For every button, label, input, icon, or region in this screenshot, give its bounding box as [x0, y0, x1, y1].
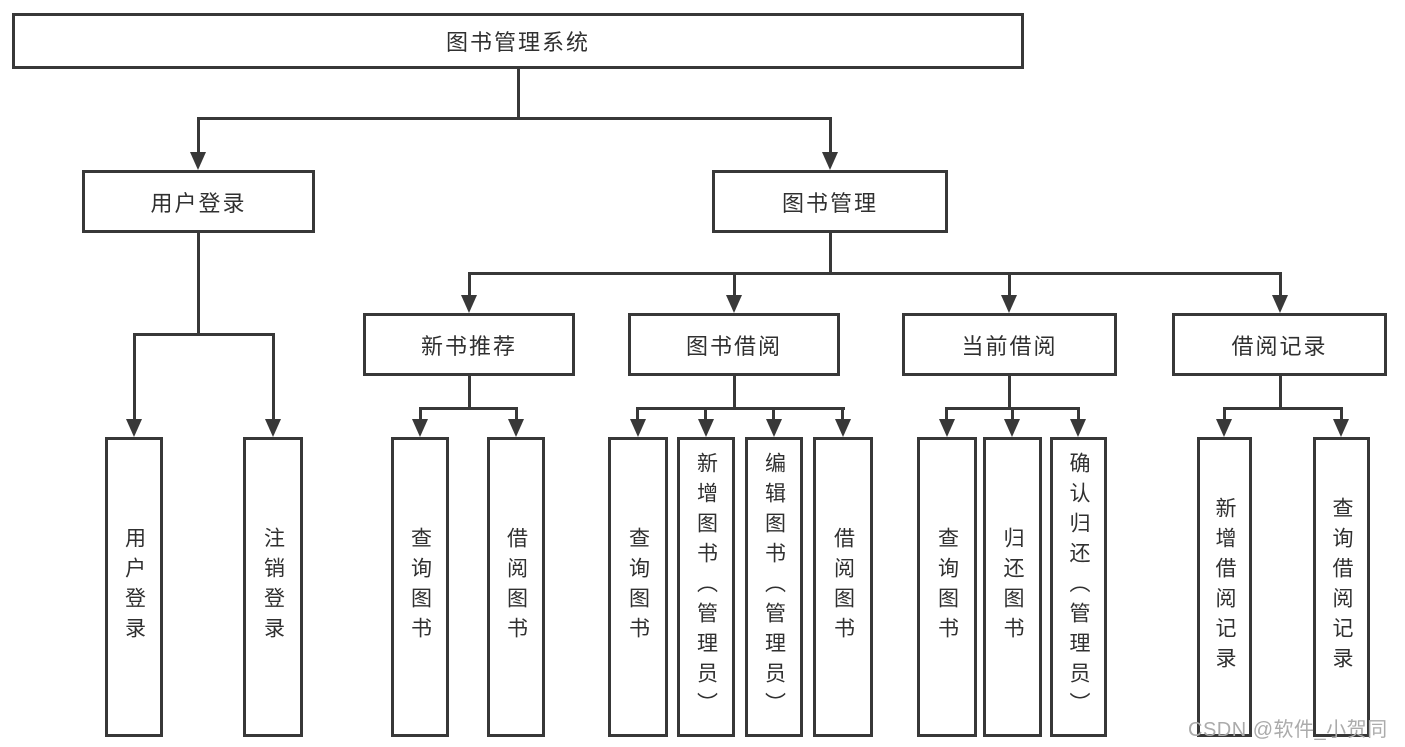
- node-leaf-query-books-current: 查询图书: [917, 437, 977, 737]
- node-leaf-edit-books-admin: 编辑图书（管理员）: [745, 437, 803, 737]
- connector-line: [468, 376, 471, 410]
- connector-line: [419, 407, 518, 410]
- arrow-down-icon: [265, 419, 281, 437]
- node-book-management: 图书管理: [712, 170, 948, 233]
- arrow-down-icon: [822, 152, 838, 170]
- node-leaf-query-books-recommend: 查询图书: [391, 437, 449, 737]
- connector-line: [1340, 407, 1343, 421]
- connector-line: [1008, 376, 1011, 410]
- node-leaf-confirm-return-admin: 确认归还（管理员）: [1050, 437, 1107, 737]
- connector-line: [829, 233, 832, 275]
- arrow-down-icon: [508, 419, 524, 437]
- arrow-down-icon: [766, 419, 782, 437]
- node-book-borrowing: 图书借阅: [628, 313, 840, 376]
- connector-line: [636, 407, 639, 421]
- connector-line: [1077, 407, 1080, 421]
- node-leaf-query-books-borrowing: 查询图书: [608, 437, 668, 737]
- connector-line: [704, 407, 707, 421]
- connector-line: [1223, 407, 1226, 421]
- arrow-down-icon: [1333, 419, 1349, 437]
- arrow-down-icon: [412, 419, 428, 437]
- arrow-down-icon: [1004, 419, 1020, 437]
- arrow-down-icon: [726, 295, 742, 313]
- connector-line: [1223, 407, 1343, 410]
- connector-line: [772, 407, 775, 421]
- arrow-down-icon: [698, 419, 714, 437]
- arrow-down-icon: [1216, 419, 1232, 437]
- node-leaf-return-books: 归还图书: [983, 437, 1042, 737]
- connector-line: [945, 407, 948, 421]
- node-leaf-add-borrow-record: 新增借阅记录: [1197, 437, 1252, 737]
- connector-line: [515, 407, 518, 421]
- arrow-down-icon: [939, 419, 955, 437]
- arrow-down-icon: [190, 152, 206, 170]
- node-leaf-borrow-books: 借阅图书: [813, 437, 873, 737]
- node-leaf-borrow-books-recommend: 借阅图书: [487, 437, 545, 737]
- node-user-login: 用户登录: [82, 170, 315, 233]
- csdn-watermark: CSDN @软件_小贺同学: [1188, 719, 1388, 741]
- arrow-down-icon: [835, 419, 851, 437]
- node-leaf-user-login: 用户登录: [105, 437, 163, 737]
- arrow-down-icon: [1001, 295, 1017, 313]
- connector-line: [1279, 272, 1282, 297]
- arrow-down-icon: [1070, 419, 1086, 437]
- connector-line: [1011, 407, 1014, 421]
- node-borrowing-records: 借阅记录: [1172, 313, 1387, 376]
- arrow-down-icon: [1272, 295, 1288, 313]
- connector-line: [829, 117, 832, 155]
- connector-line: [197, 117, 200, 155]
- node-library-system: 图书管理系统: [12, 13, 1024, 69]
- arrow-down-icon: [461, 295, 477, 313]
- connector-line: [1008, 272, 1011, 297]
- node-new-book-recommend: 新书推荐: [363, 313, 575, 376]
- arrow-down-icon: [126, 419, 142, 437]
- connector-line: [841, 407, 844, 421]
- node-current-borrowing: 当前借阅: [902, 313, 1117, 376]
- node-leaf-logout: 注销登录: [243, 437, 303, 737]
- arrow-down-icon: [630, 419, 646, 437]
- node-leaf-query-borrow-record: 查询借阅记录: [1313, 437, 1370, 737]
- connector-line: [636, 407, 845, 410]
- connector-line: [1279, 376, 1282, 410]
- connector-line: [197, 117, 832, 120]
- connector-line: [517, 69, 520, 119]
- connector-line: [733, 272, 736, 297]
- connector-line: [468, 272, 471, 297]
- connector-line: [197, 233, 200, 336]
- connector-line: [468, 272, 1282, 275]
- connector-line: [133, 333, 275, 336]
- connector-line: [733, 376, 736, 410]
- connector-line: [133, 333, 136, 421]
- connector-line: [419, 407, 422, 421]
- node-leaf-add-books-admin: 新增图书（管理员）: [677, 437, 735, 737]
- connector-line: [272, 333, 275, 421]
